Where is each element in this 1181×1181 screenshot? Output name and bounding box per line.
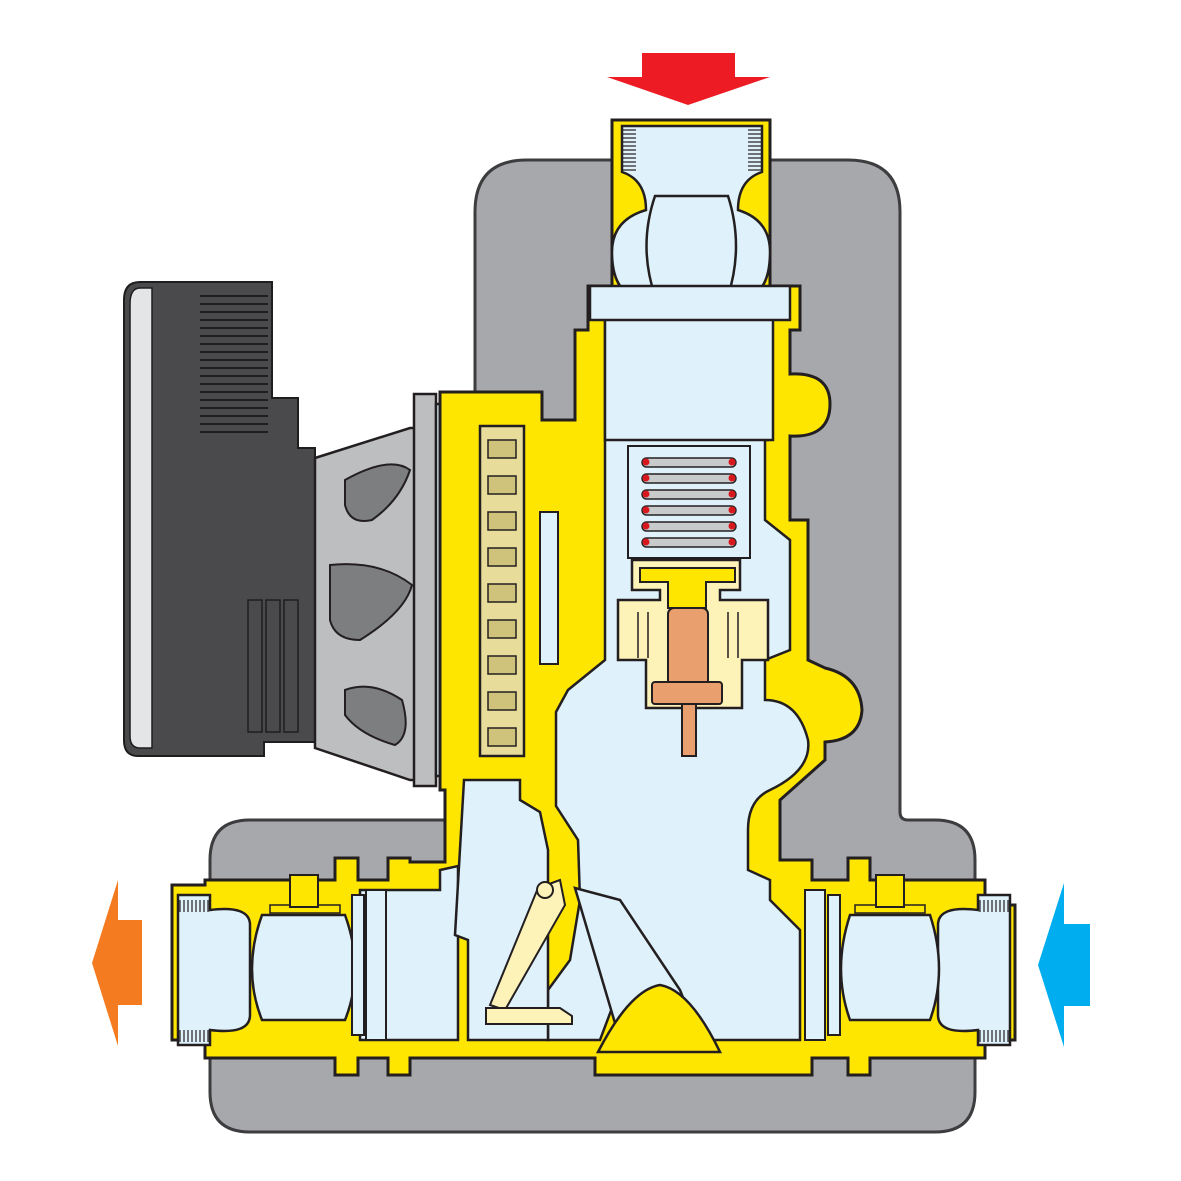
thermo-element-body: [667, 607, 709, 689]
spring-coil-dot: [642, 458, 650, 466]
impeller-blade-upper: [344, 463, 412, 522]
spring-coil: [641, 473, 737, 484]
rotor-rib: [487, 439, 517, 459]
rotor-rib: [487, 619, 517, 639]
motor-cooling-fins: [200, 295, 268, 433]
spring-coil-dot: [642, 490, 650, 498]
motor-terminal-grips: [247, 599, 299, 733]
spring-coil: [641, 489, 737, 500]
valve-seat-dome: [595, 983, 722, 1054]
motor-front-panel: [129, 287, 153, 749]
spring-coil-dot: [728, 538, 736, 546]
spring-coil: [641, 521, 737, 532]
impeller-blade-middle: [329, 563, 414, 642]
impeller-blade-lower: [344, 685, 407, 747]
spring-coil: [641, 457, 737, 468]
right-ball: [839, 913, 941, 1022]
pump-motor: [123, 281, 316, 757]
thermostatic-cartridge: [588, 284, 792, 757]
rotor-rib: [487, 475, 517, 495]
arrow-left-icon: [92, 880, 142, 1046]
spring-coil: [641, 505, 737, 516]
rotor-rib: [487, 547, 517, 567]
mixing-piston: [639, 567, 736, 609]
spring-coil-dot: [728, 522, 736, 530]
inlet-ball: [645, 194, 738, 298]
thermo-element-pin: [681, 703, 697, 757]
spring-coil-dot: [642, 506, 650, 514]
inlet-thread: [622, 129, 762, 171]
left-ball-valve: [176, 874, 387, 1047]
arrow-left-icon: [1038, 883, 1090, 1047]
spring-coil-dot: [642, 538, 650, 546]
check-valve-flap: [485, 878, 573, 1025]
spring-coil-dot: [728, 490, 736, 498]
cartridge-bonnet: [603, 312, 775, 442]
spring-coil-dot: [728, 458, 736, 466]
cage-slots: [637, 612, 739, 658]
cartridge-bonnet-nut: [588, 284, 792, 322]
spring-coil-dot: [728, 506, 736, 514]
spring-coil: [641, 537, 737, 548]
pump-flange: [412, 392, 438, 788]
spring-coil-dot: [728, 474, 736, 482]
pump-volute: [313, 392, 460, 788]
left-ball: [250, 913, 357, 1022]
rotor-rib: [487, 655, 517, 675]
rotor-rib: [487, 691, 517, 711]
spring-coil-dot: [642, 474, 650, 482]
pump-rotor: [478, 424, 559, 758]
rotor-rib: [487, 583, 517, 603]
arrow-down-icon: [607, 53, 770, 105]
right-ball-valve: [804, 874, 1012, 1047]
spring-coil-dot: [642, 522, 650, 530]
rotor-rib: [487, 511, 517, 531]
rotor-rib: [487, 727, 517, 747]
bias-spring-icon: [641, 457, 737, 548]
mixing-chamber-casing: [170, 118, 1017, 1077]
thermo-element-flange: [651, 681, 723, 705]
